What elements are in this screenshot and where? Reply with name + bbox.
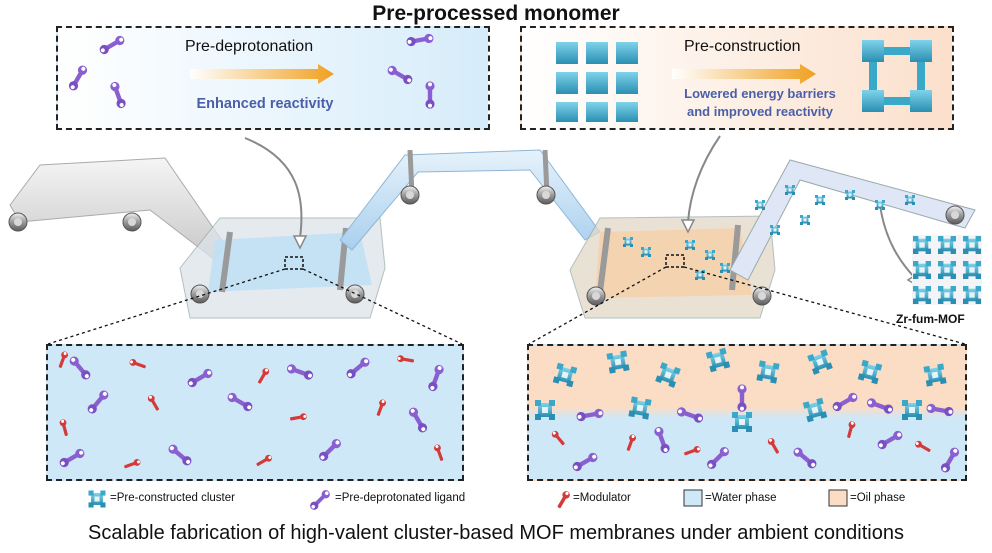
legend-modulator-label: =Modulator [573, 492, 631, 504]
main-title: Pre-processed monomer [372, 2, 620, 25]
legend-modulator-icon [555, 489, 572, 510]
zoom-water-phase-box [46, 344, 464, 481]
pre-constructed-cluster-large [862, 40, 932, 112]
zr-fum-mof-label: Zr-fum-MOF [896, 312, 965, 326]
conveyor-system [8, 149, 976, 319]
zr-fum-mof-structure [912, 235, 982, 305]
feed-arrow-right [687, 135, 721, 223]
figure-caption: Scalable fabrication of high-valent clus… [88, 522, 904, 544]
legend-oil-swatch [828, 489, 848, 507]
deprotonated-ligands-group [385, 33, 435, 109]
enhanced-reactivity-label: Enhanced reactivity [196, 96, 334, 112]
pre-deprotonation-label: Pre-deprotonation [185, 38, 314, 55]
legend-water-label: =Water phase [705, 492, 777, 504]
legend-cluster-icon [88, 490, 106, 508]
legend-ligand-icon [308, 488, 332, 512]
legend-oil-label: =Oil phase [850, 492, 906, 504]
free-ligands-group [67, 34, 127, 110]
metal-nodes-grid [556, 42, 638, 122]
feed-arrow-mof [879, 204, 916, 279]
interface-molecules [535, 347, 961, 475]
pre-deprotonation-arrow [190, 64, 334, 84]
energy-barrier-label-line2: and improved reactivity [687, 104, 833, 119]
legend-water-swatch [683, 489, 703, 507]
pre-construction-label: Pre-construction [684, 38, 801, 55]
legend-cluster-label: =Pre-constructed cluster [110, 492, 235, 504]
pre-construction-arrow [672, 64, 816, 84]
water-phase-molecules [56, 350, 446, 471]
energy-barrier-label-line1: Lowered energy barriers [684, 86, 836, 101]
legend-ligand-label: =Pre-deprotonated ligand [335, 492, 466, 504]
feed-arrow-left [244, 137, 303, 239]
